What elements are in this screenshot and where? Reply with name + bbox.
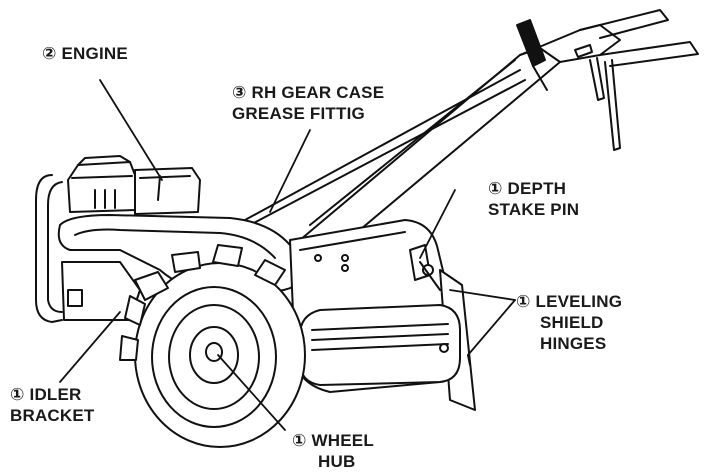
cable-2 [249,79,526,226]
label-leveling-shield-line2: SHIELD [540,313,604,332]
label-idler-bracket-line1: ① IDLER [10,385,82,404]
engine-block [67,155,201,215]
leader-idler-bracket [59,311,121,383]
leader-leveling-hinge-2 [467,299,516,356]
label-wheel-hub: ① WHEEL HUB [292,430,374,472]
wheel [119,244,306,448]
leader-wheel-hub [217,354,286,431]
label-idler-bracket: ① IDLER BRACKET [10,384,95,426]
label-leveling-shield: ① LEVELING SHIELD HINGES [516,291,622,354]
side-tine-cover [299,304,461,386]
leader-gear-case [269,129,311,213]
label-leveling-shield-line1: ① LEVELING [516,292,623,311]
label-gear-case-line2: GREASE FITTIG [232,104,365,123]
leader-depth-stake [419,189,456,259]
handlebar-assembly [299,9,699,256]
depth-stake-pin [409,244,441,291]
label-idler-bracket-line2: BRACKET [10,406,95,425]
front-bumper [35,174,63,323]
leader-lines [59,79,516,431]
label-leveling-shield-line3: HINGES [540,334,607,353]
label-depth-stake-line2: STAKE PIN [488,200,580,219]
leader-leveling-hinge-1 [449,289,516,301]
label-depth-stake-line1: ① DEPTH [488,179,567,198]
cable-1 [244,69,521,221]
leader-engine [99,79,163,181]
label-gear-case: ③ RH GEAR CASE GREASE FITTIG [232,82,384,124]
label-wheel-hub-line1: ① WHEEL [292,431,374,450]
label-engine-line1: ② ENGINE [42,44,128,63]
label-gear-case-line1: ③ RH GEAR CASE [232,83,385,102]
label-depth-stake: ① DEPTH STAKE PIN [488,178,579,220]
label-engine: ② ENGINE [42,43,128,64]
label-wheel-hub-line2: HUB [318,452,356,471]
shifter-lever [516,19,548,91]
